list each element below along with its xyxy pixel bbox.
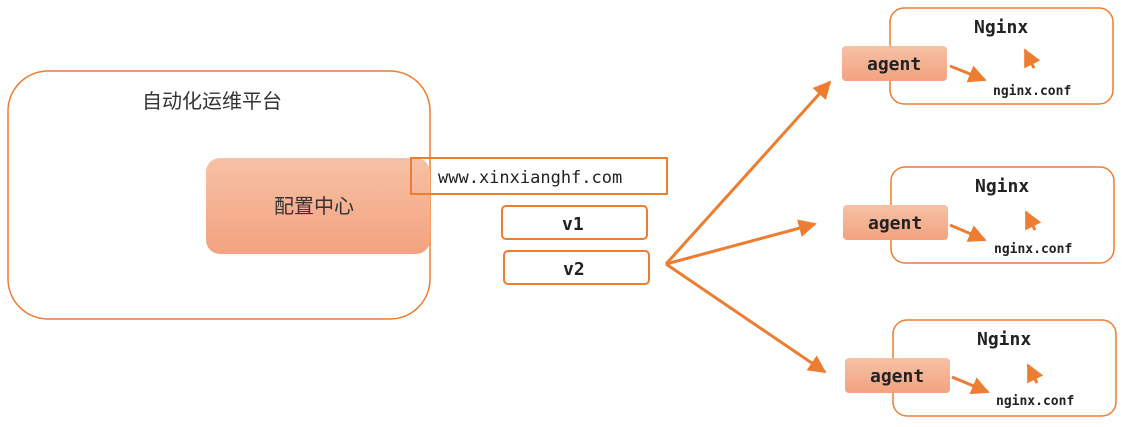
nginx-label: Nginx xyxy=(977,329,1031,350)
arrow-to-server-1 xyxy=(664,80,832,266)
url-box[interactable] xyxy=(410,157,668,195)
server-3: Nginx agent nginx.conf xyxy=(845,319,1117,417)
config-center-label: 配置中心 xyxy=(274,194,354,218)
nginx-label: Nginx xyxy=(975,176,1029,197)
agent-label: agent xyxy=(867,54,921,75)
arrow-to-server-3 xyxy=(665,262,827,374)
url-text: www.xinxianghf.com xyxy=(438,168,622,188)
version-v1-label: v1 xyxy=(562,214,584,235)
agent-box[interactable] xyxy=(842,46,947,81)
agent-to-conf-arrow xyxy=(951,375,990,395)
platform-group: 自动化运维平台 配置中心 xyxy=(7,70,431,320)
version-v2-label: v2 xyxy=(563,259,585,280)
conf-to-nginx-arrow xyxy=(1024,210,1042,231)
version-v1-box[interactable] xyxy=(501,205,648,240)
agent-label: agent xyxy=(868,213,922,234)
distribution-arrows xyxy=(664,80,832,374)
platform-title: 自动化运维平台 xyxy=(142,89,282,113)
conf-to-nginx-arrow xyxy=(1026,363,1044,384)
agent-box[interactable] xyxy=(843,205,948,240)
nginx-label: Nginx xyxy=(974,17,1028,38)
agent-box[interactable] xyxy=(845,358,950,393)
server-1: Nginx agent nginx.conf xyxy=(842,7,1114,105)
server-2: Nginx agent nginx.conf xyxy=(843,166,1115,264)
conf-label: nginx.conf xyxy=(996,394,1074,409)
arrow-to-server-2 xyxy=(665,219,817,266)
agent-to-conf-arrow xyxy=(949,223,987,242)
conf-label: nginx.conf xyxy=(994,242,1072,257)
agent-label: agent xyxy=(870,366,924,387)
conf-to-nginx-arrow xyxy=(1023,48,1041,69)
conf-label: nginx.conf xyxy=(993,84,1071,99)
version-v2-box[interactable] xyxy=(503,250,650,285)
config-center-box[interactable] xyxy=(206,158,430,254)
agent-to-conf-arrow xyxy=(949,64,987,83)
